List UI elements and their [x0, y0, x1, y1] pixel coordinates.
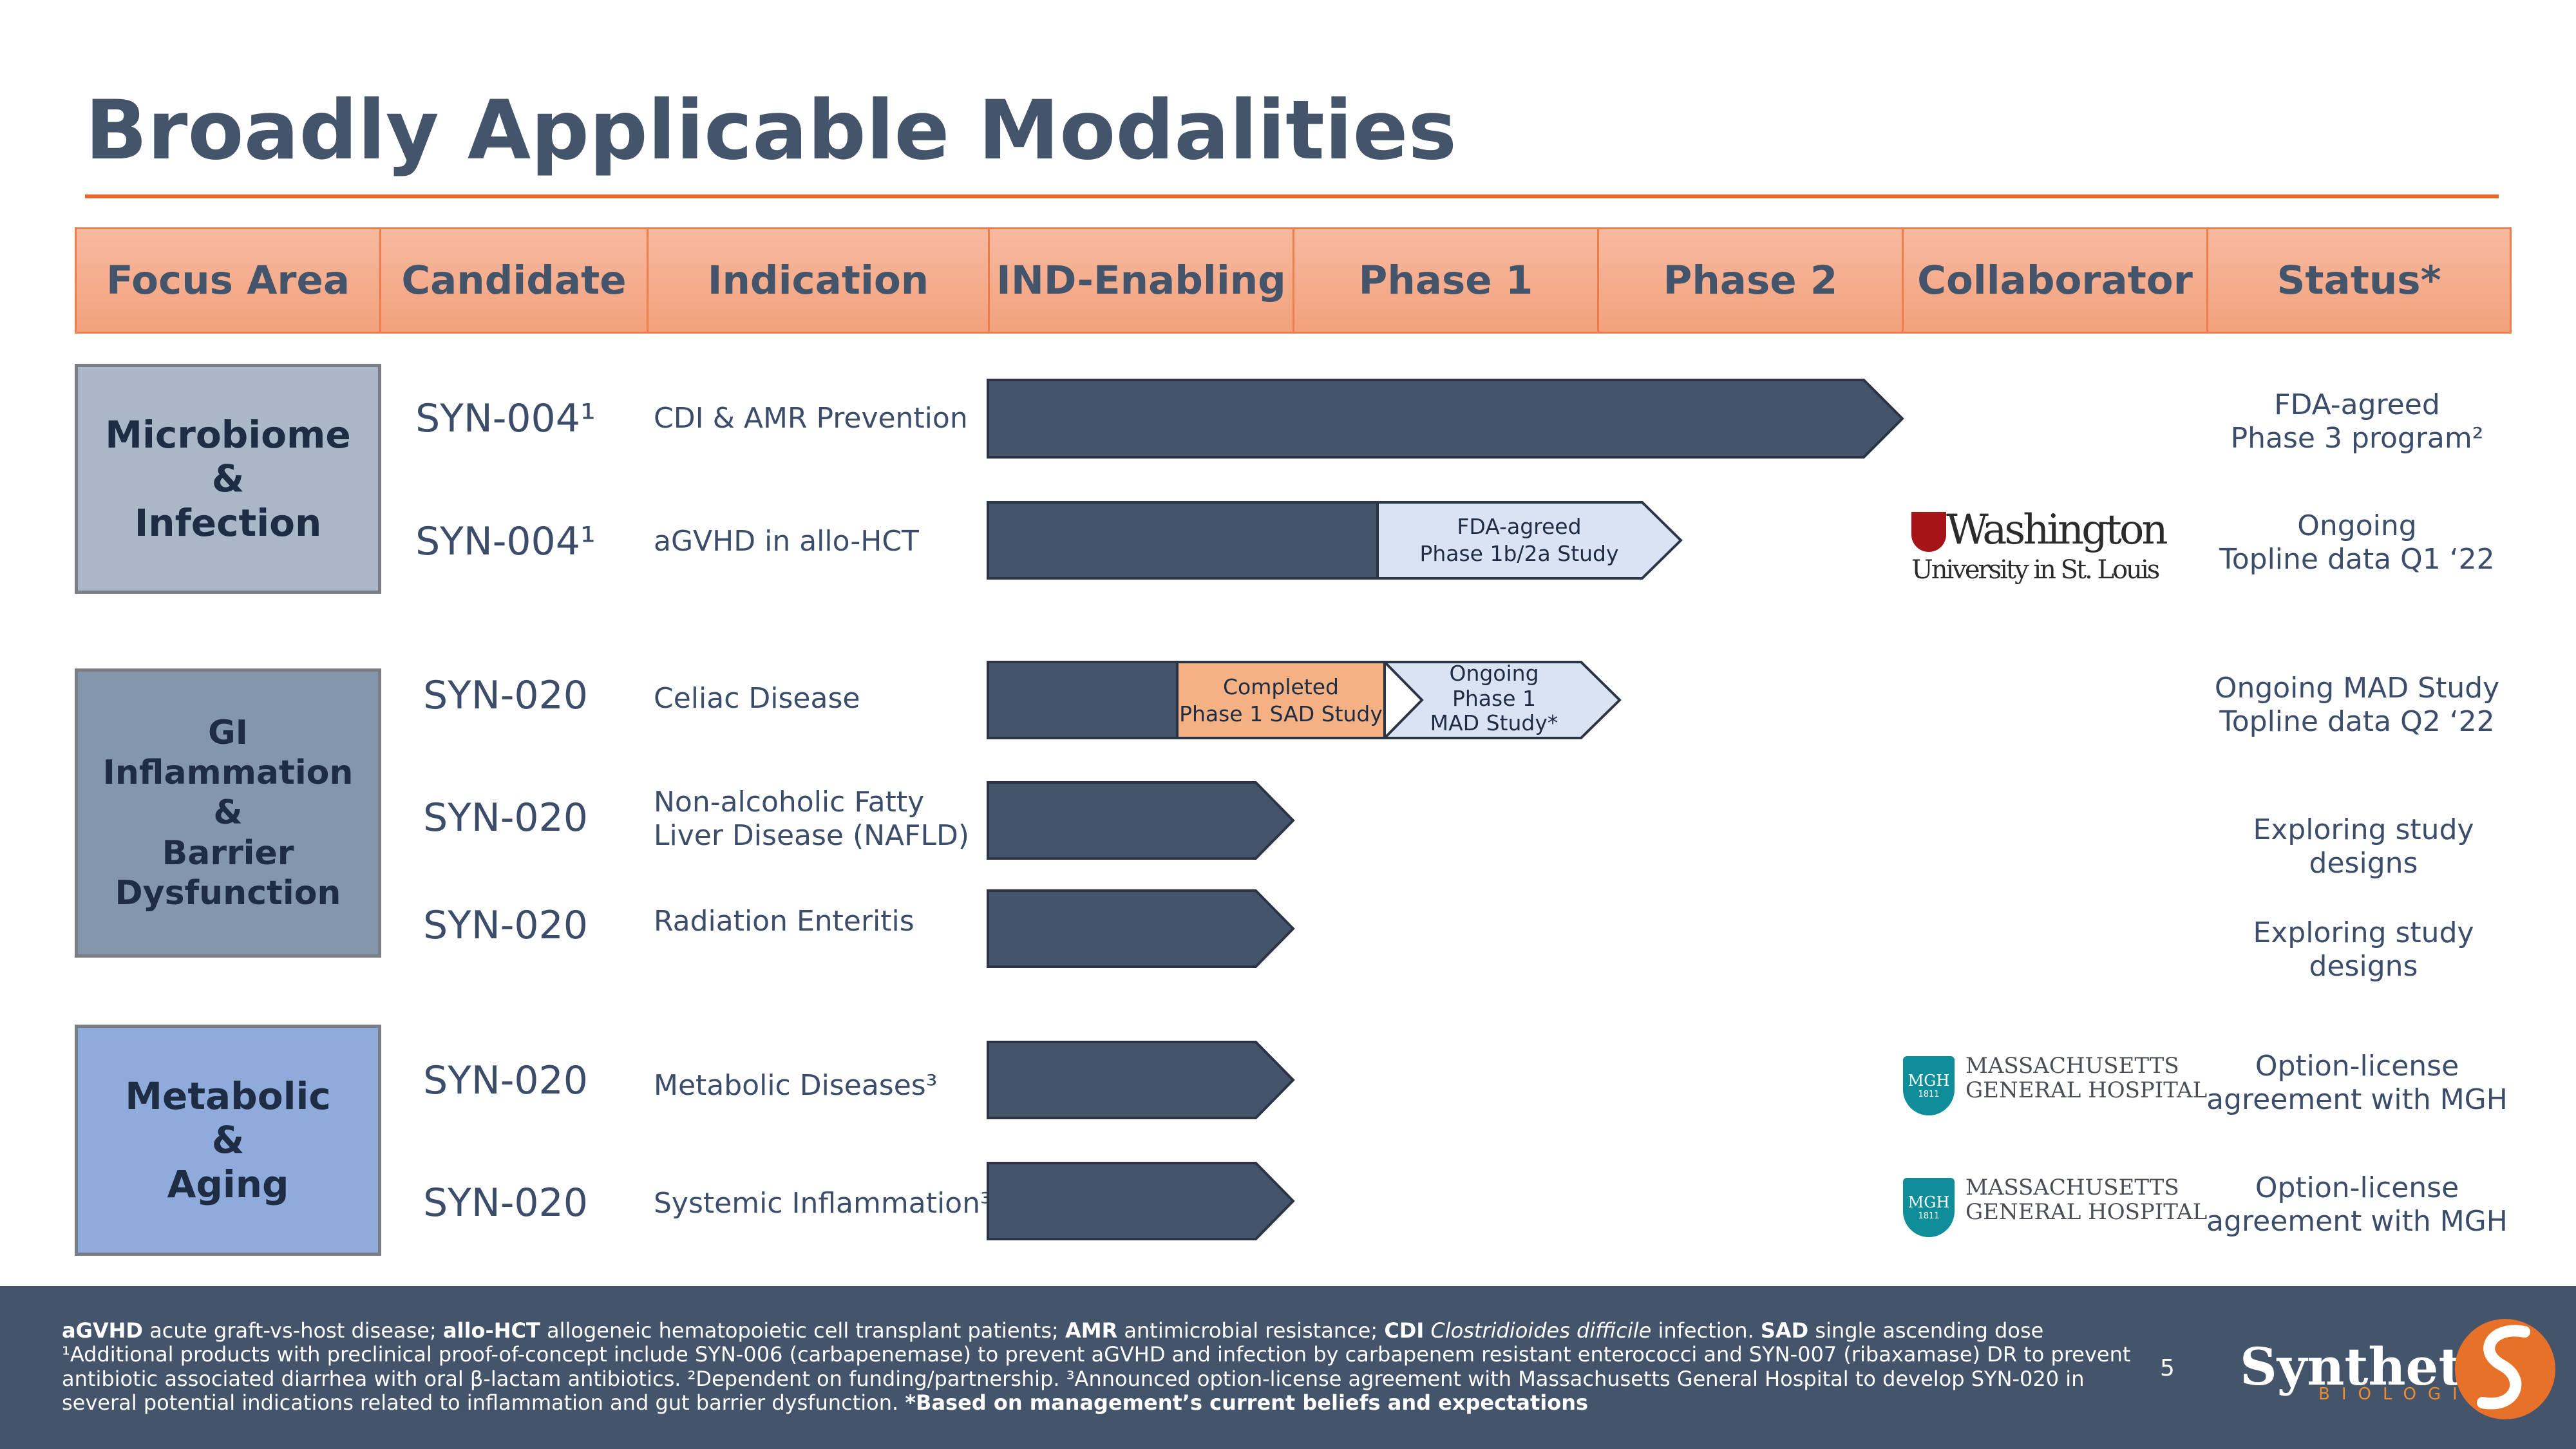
mgh-name-line1: MASSACHUSETTS: [1965, 1053, 2179, 1079]
footnote-text: infection.: [1651, 1318, 1761, 1343]
footnote-term: allo-HCT: [442, 1318, 540, 1343]
header-collaborator: Collaborator: [1902, 227, 2208, 334]
candidate-label: SYN-020: [423, 1180, 588, 1226]
indication-label: Celiac Disease: [654, 682, 860, 715]
page-title: Broadly Applicable Modalities: [85, 82, 1457, 178]
footnote: aGVHD acute graft-vs-host disease; allo-…: [62, 1318, 2148, 1416]
focus-area-line: Inflammation: [102, 753, 354, 792]
progress-bar-syn020-celiac-ongoing: [1381, 661, 1622, 739]
focus-area-line: Aging: [167, 1162, 289, 1206]
mgh-badge-text: MGH: [1908, 1072, 1950, 1090]
progress-bar-syn004-agvhd: [987, 501, 1379, 580]
header-phase-2: Phase 2: [1597, 227, 1904, 334]
indication-label: Systemic Inflammation³: [654, 1187, 992, 1220]
progress-bar-syn020-radiation: [987, 889, 1295, 968]
focus-area-line: &: [213, 793, 243, 833]
washu-shield-icon: [1911, 512, 1946, 552]
focus-area-line: Microbiome: [105, 412, 351, 457]
bar-label-fda-phase1b2a: FDA-agreed Phase 1b/2a Study: [1419, 514, 1619, 566]
focus-area-line: GI: [207, 713, 248, 752]
footnote-term: CDI: [1384, 1318, 1425, 1343]
header-ind-enabling: IND-Enabling: [988, 227, 1294, 334]
indication-label: aGVHD in allo-HCT: [654, 525, 919, 558]
footnote-italic: Clostridioides difficile: [1430, 1318, 1652, 1343]
focus-area-line: Barrier: [162, 833, 294, 873]
focus-area-metabolic-aging: Metabolic & Aging: [75, 1025, 381, 1256]
indication-label: Metabolic Diseases³: [654, 1069, 938, 1102]
indication-label: CDI & AMR Prevention: [654, 402, 968, 435]
progress-bar-syn004-cdi: [987, 379, 1904, 459]
candidate-label: SYN-004¹: [415, 519, 596, 564]
bar-label-ongoing-mad: Ongoing Phase 1 MAD Study*: [1430, 661, 1558, 736]
footnote-text: antimicrobial resistance;: [1117, 1318, 1385, 1343]
mgh-name-line1: MASSACHUSETTS: [1965, 1175, 2179, 1200]
brand-swirl-icon: [2455, 1319, 2555, 1419]
focus-area-line: Infection: [134, 500, 322, 545]
indication-label: Radiation Enteritis: [654, 905, 914, 938]
mgh-shield-icon: MGH 1811: [1903, 1178, 1955, 1237]
indication-label: Non-alcoholic Fatty Liver Disease (NAFLD…: [654, 786, 970, 852]
header-focus-area: Focus Area: [75, 227, 381, 334]
status-text: Option-license agreement with MGH: [2206, 1171, 2508, 1238]
bar-label-completed-sad: Completed Phase 1 SAD Study: [1179, 674, 1383, 726]
progress-bar-syn004-agvhd-ongoing: [1376, 501, 1683, 580]
status-text: Ongoing Topline data Q1 ‘22: [2219, 509, 2495, 576]
focus-area-line: Metabolic: [125, 1074, 331, 1118]
candidate-label: SYN-004¹: [415, 396, 596, 441]
mgh-badge-year: 1811: [1918, 1090, 1940, 1099]
progress-bar-syn020-metabolic: [987, 1041, 1295, 1119]
mgh-name-line2: GENERAL HOSPITAL: [1965, 1077, 2208, 1103]
focus-area-line: Dysfunction: [115, 874, 341, 913]
footnote-term: AMR: [1065, 1318, 1118, 1343]
progress-bar-syn020-celiac: [987, 661, 1179, 739]
candidate-label: SYN-020: [423, 903, 588, 948]
footnote-disclaimer: *Based on management’s current beliefs a…: [905, 1390, 1589, 1416]
page-number: 5: [2160, 1355, 2175, 1381]
progress-bar-syn020-nafld: [987, 781, 1295, 860]
footnote-term: aGVHD: [62, 1318, 143, 1343]
mgh-name-line2: GENERAL HOSPITAL: [1965, 1199, 2208, 1225]
footer-band: [0, 1286, 2576, 1449]
mgh-shield-icon: MGH 1811: [1903, 1056, 1955, 1115]
washu-logo-name: Washington: [1946, 506, 2168, 554]
footnote-text: single ascending dose ¹Additional produc…: [62, 1318, 2131, 1416]
focus-area-gi-inflammation: GI Inflammation & Barrier Dysfunction: [75, 668, 381, 958]
mgh-badge-text: MGH: [1908, 1193, 1950, 1211]
title-divider: [85, 194, 2499, 198]
header-phase-1: Phase 1: [1293, 227, 1599, 334]
focus-area-microbiome-infection: Microbiome & Infection: [75, 364, 381, 594]
header-status: Status*: [2206, 227, 2512, 334]
candidate-label: SYN-020: [423, 795, 588, 840]
progress-bar-syn020-systemic: [987, 1162, 1295, 1240]
focus-area-line: &: [211, 457, 245, 501]
status-text: Option-license agreement with MGH: [2206, 1050, 2508, 1116]
header-indication: Indication: [647, 227, 990, 334]
footnote-text: allogeneic hematopoietic cell transplant…: [540, 1318, 1065, 1343]
focus-area-line: &: [211, 1118, 245, 1162]
status-text: FDA-agreed Phase 3 program²: [2230, 388, 2484, 455]
candidate-label: SYN-020: [423, 1058, 588, 1103]
washu-logo-subtitle: University in St. Louis: [1911, 555, 2160, 585]
mgh-badge-year: 1811: [1918, 1211, 1940, 1221]
footnote-term: SAD: [1760, 1318, 1809, 1343]
footnote-text: acute graft-vs-host disease;: [142, 1318, 443, 1343]
candidate-label: SYN-020: [423, 673, 588, 718]
header-candidate: Candidate: [379, 227, 649, 334]
status-text: Exploring study designs: [2253, 813, 2474, 880]
status-text: Exploring study designs: [2253, 916, 2474, 983]
status-text: Ongoing MAD Study Topline data Q2 ‘22: [2214, 672, 2500, 738]
